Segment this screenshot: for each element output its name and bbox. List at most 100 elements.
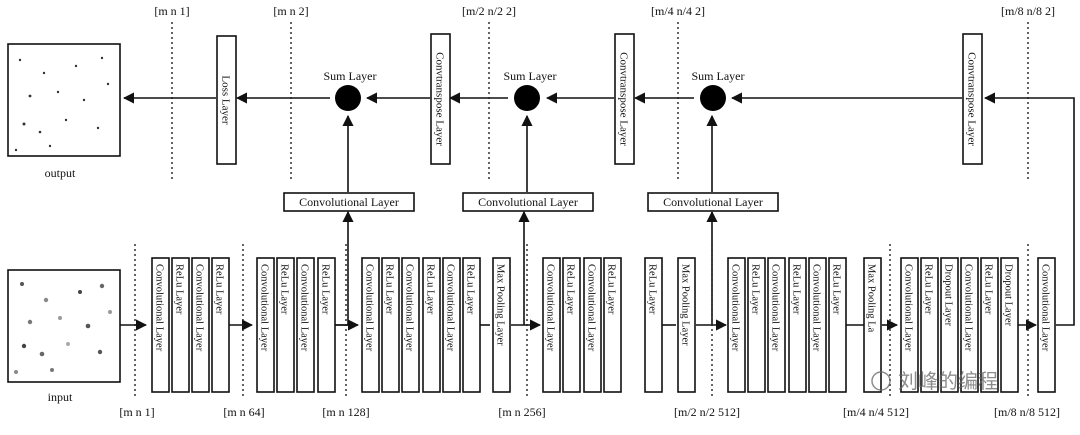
encoder-layer-rect	[920, 257, 939, 393]
top-dims: [m n 1] [m n 2] [m/2 n/2 2] [m/4 n/4 2] …	[154, 4, 1055, 18]
encoder-layer-label: Convolutional Layer	[259, 264, 270, 352]
encoder-layer-rect	[940, 257, 959, 393]
encoder-layer-rect	[1037, 257, 1056, 393]
bottom-dim: [m/4 n/4 512]	[843, 405, 909, 419]
encoder-layer-label: Convolutional Layer	[811, 264, 822, 352]
encoder-layer-box: ReLu Layer	[920, 257, 939, 393]
encoder-layer-label: ReLu Layer	[214, 264, 225, 315]
top-dim: [m/4 n/4 2]	[651, 4, 705, 18]
loss-layer: Loss Layer	[216, 35, 237, 165]
encoder-layer-label: ReLu Layer	[425, 264, 436, 315]
encoder-layer-box: ReLu Layer	[462, 257, 481, 393]
bottom-dim: [m/8 n/8 512]	[994, 405, 1060, 419]
encoder-layer-label: ReLu Layer	[279, 264, 290, 315]
bottom-separators	[134, 244, 1029, 398]
encoder-layer-rect	[980, 257, 999, 393]
top-separators	[171, 22, 1029, 182]
encoder-layer-label: ReLu Layer	[923, 264, 934, 315]
encoder-layer-label: Convolutional Layer	[963, 264, 974, 352]
encoder-layer-rect	[211, 257, 230, 393]
encoder-layer-rect	[747, 257, 766, 393]
top-dim: [m n 2]	[273, 4, 308, 18]
encoder-layer-rect	[828, 257, 847, 393]
encoder-layer-box: Dropout Layer	[1000, 257, 1019, 393]
encoder-layer-box: Convolutional Layer	[361, 257, 380, 393]
encoder-layer-label: ReLu Layer	[174, 264, 185, 315]
encoder-layer-label: ReLu Layer	[606, 264, 617, 315]
watermark-text: 刘峰的编程	[898, 369, 998, 393]
encoder-layer-label: Convolutional Layer	[1040, 264, 1051, 352]
sum-node-1: Sum Layer	[324, 69, 377, 111]
skip-conv-2: Convolutional Layer	[462, 192, 594, 212]
encoder-layer-box: Convolutional Layer	[151, 257, 170, 393]
output-label: output	[45, 166, 76, 180]
encoder-layer-box: Max Pooling La	[863, 257, 882, 393]
bottom-dim: [m n 1]	[119, 405, 154, 419]
encoder-layer-rect	[863, 257, 882, 393]
skip-conv-label: Convolutional Layer	[478, 195, 578, 209]
encoder-layer-box: Dropout Layer	[940, 257, 959, 393]
bottom-dim: [m/2 n/2 512]	[674, 405, 740, 419]
convtranspose-layer-3: Convtranspose Layer	[962, 33, 983, 165]
sum-label: Sum Layer	[692, 69, 745, 83]
encoder-layer-box: ReLu Layer	[317, 257, 336, 393]
convtranspose-layer-1: Convtranspose Layer	[430, 33, 451, 165]
encoder-layer-box: Convolutional Layer	[583, 257, 602, 393]
encoder-layer-label: ReLu Layer	[384, 264, 395, 315]
encoder-layer-box: Convolutional Layer	[960, 257, 979, 393]
encoder-layer-label: ReLu Layer	[831, 264, 842, 315]
encoder-layers: Convolutional Layer ReLu Layer Convolution…	[151, 257, 1056, 393]
encoder-layer-rect	[361, 257, 380, 393]
encoder-layer-rect	[492, 257, 511, 393]
encoder-layer-rect	[583, 257, 602, 393]
encoder-layer-box: Convolutional Layer	[1037, 257, 1056, 393]
encoder-layer-label: Convolutional Layer	[299, 264, 310, 352]
encoder-layer-rect	[808, 257, 827, 393]
encoder-layer-label: ReLu Layer	[791, 264, 802, 315]
convtranspose-label: Convtranspose Layer	[618, 52, 630, 146]
encoder-layer-box: ReLu Layer	[171, 257, 190, 393]
encoder-layer-box: Max Pooling Layer	[492, 257, 511, 393]
encoder-layer-label: ReLu Layer	[750, 264, 761, 315]
encoder-layer-label: Convolutional Layer	[364, 264, 375, 352]
skip-conv-1: Convolutional Layer	[283, 192, 415, 212]
encoder-layer-box: ReLu Layer	[603, 257, 622, 393]
sum-node-3: Sum Layer	[692, 69, 745, 111]
encoder-layer-label: Convolutional Layer	[770, 264, 781, 352]
encoder-layer-box: Convolutional Layer	[191, 257, 210, 393]
skip-conv-3: Convolutional Layer	[647, 192, 779, 212]
encoder-layer-rect	[442, 257, 461, 393]
encoder-layer-label: Dropout Layer	[1003, 264, 1014, 327]
encoder-layer-box: Convolutional Layer	[808, 257, 827, 393]
encoder-layer-label: ReLu Layer	[565, 264, 576, 315]
bottom-dim: [m n 64]	[223, 405, 264, 419]
encoder-layer-rect	[603, 257, 622, 393]
convtranspose-layer-2: Convtranspose Layer	[614, 33, 635, 165]
input-image	[7, 269, 121, 383]
encoder-layer-rect	[562, 257, 581, 393]
encoder-layer-rect	[900, 257, 919, 393]
top-dim: [m n 1]	[154, 4, 189, 18]
encoder-layer-label: Convolutional Layer	[445, 264, 456, 352]
encoder-layer-label: Max Pooling Layer	[495, 264, 506, 346]
top-dim: [m/8 n/8 2]	[1001, 4, 1055, 18]
bottleneck-connector	[983, 92, 1075, 326]
skip-connections	[334, 114, 718, 326]
input-dots	[14, 282, 112, 374]
encoder-layer-box: ReLu Layer	[422, 257, 441, 393]
encoder-layer-rect	[296, 257, 315, 393]
bottom-dim: [m n 256]	[498, 405, 545, 419]
encoder-layer-label: ReLu Layer	[647, 264, 658, 315]
sum-label: Sum Layer	[324, 69, 377, 83]
convtranspose-label: Convtranspose Layer	[434, 52, 446, 146]
encoder-layer-label: Convolutional Layer	[586, 264, 597, 352]
encoder-layer-box: ReLu Layer	[980, 257, 999, 393]
encoder-layer-rect	[677, 257, 696, 393]
encoder-layer-label: Max Pooling La	[866, 264, 877, 333]
bottom-dims: [m n 1] [m n 64] [m n 128] [m n 256] [m/…	[119, 405, 1060, 419]
sum-label: Sum Layer	[504, 69, 557, 83]
skip-conv-label: Convolutional Layer	[663, 195, 763, 209]
encoder-layer-box: Convolutional Layer	[442, 257, 461, 393]
encoder-layer-box: Convolutional Layer	[900, 257, 919, 393]
output-image	[7, 43, 121, 157]
